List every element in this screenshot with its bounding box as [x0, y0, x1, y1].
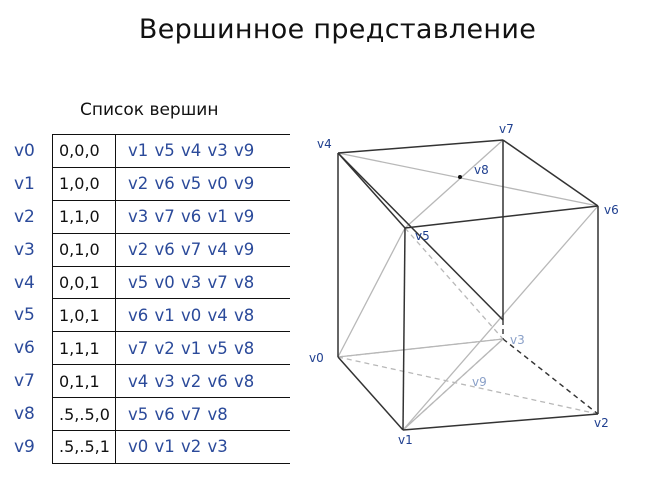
- cube-label-v4: v4: [317, 137, 332, 151]
- edge-v4-v7: [337, 139, 504, 154]
- cube-label-v8: v8: [474, 163, 489, 177]
- diagonal-v5-v7: [404, 139, 504, 229]
- vertex-coordinates: 1,0,1: [52, 298, 116, 333]
- edge-v1-v2: [402, 413, 599, 431]
- vertex-coordinates: .5,.5,0: [52, 397, 116, 432]
- vertex-neighbors: v3 v7 v6 v1 v9: [115, 200, 290, 234]
- vertex-coordinates: 1,0,0: [52, 167, 116, 201]
- vertex-coordinates: 0,1,0: [52, 233, 116, 267]
- vertex-coordinates: 0,0,0: [52, 134, 116, 168]
- vertex-neighbors: v5 v0 v3 v7 v8: [115, 266, 290, 300]
- vertex-coordinates: 0,0,1: [52, 266, 116, 300]
- edge-v4-v5: [337, 152, 406, 229]
- vertex-neighbors: v7 v2 v1 v5 v8: [115, 331, 290, 366]
- diagonal-v5-v3: [404, 227, 504, 340]
- cube-label-v6: v6: [604, 203, 619, 217]
- vertex-name: v9: [14, 436, 35, 457]
- vertex-list-heading: Список вершин: [80, 100, 219, 120]
- vertex-name: v3: [14, 239, 35, 260]
- vertex-coordinates: .5,.5,1: [52, 430, 116, 464]
- diagonal-v4-v6: [337, 152, 599, 207]
- vertex-name: v8: [14, 404, 35, 425]
- vertex-coordinates: 1,1,1: [52, 331, 116, 366]
- cube-label-v9: v9: [472, 375, 487, 389]
- page-title: Вершинное представление: [138, 14, 537, 45]
- vertex-name: v6: [14, 338, 35, 359]
- cube-label-v3: v3: [510, 333, 525, 347]
- vertex-neighbors: v2 v6 v7 v4 v9: [115, 233, 290, 267]
- cube-label-v1: v1: [398, 433, 413, 447]
- diagonal-v4-v3: [337, 152, 504, 321]
- vertex-name: v4: [14, 272, 35, 293]
- cube-label-v7: v7: [499, 122, 514, 136]
- edge-v5-v1: [402, 227, 406, 431]
- edge-v7-v6: [502, 139, 599, 207]
- face-diagonal-v0-v5: [337, 227, 406, 358]
- vertex-name: v5: [14, 305, 35, 326]
- point-v8: [458, 175, 462, 179]
- edge-v5-v6: [404, 205, 599, 229]
- vertex-coordinates: 0,1,1: [52, 364, 116, 399]
- vertex-neighbors: v5 v6 v7 v8: [115, 397, 290, 432]
- vertex-name: v7: [14, 371, 35, 392]
- vertex-neighbors: v4 v3 v2 v6 v8: [115, 364, 290, 399]
- edge-v0-v1: [337, 356, 404, 431]
- diagonal-v0-v9: [337, 338, 504, 358]
- diagonal-v0-v2: [337, 356, 599, 415]
- vertex-name: v1: [14, 173, 35, 194]
- cube-label-v2: v2: [594, 416, 609, 430]
- cube-label-v5: v5: [415, 229, 430, 243]
- vertex-name: v2: [14, 206, 35, 227]
- vertex-neighbors: v6 v1 v0 v4 v8: [115, 298, 290, 333]
- diagonal-v1-v9: [402, 338, 504, 431]
- cube-label-v0: v0: [309, 351, 324, 365]
- vertex-neighbors: v2 v6 v5 v0 v9: [115, 167, 290, 201]
- vertex-neighbors: v1 v5 v4 v3 v9: [115, 134, 290, 168]
- hidden-edge-v3-v2-dark: [502, 338, 599, 415]
- vertex-neighbors: v0 v1 v2 v3: [115, 430, 290, 464]
- vertex-name: v0: [14, 140, 35, 161]
- vertex-coordinates: 1,1,0: [52, 200, 116, 234]
